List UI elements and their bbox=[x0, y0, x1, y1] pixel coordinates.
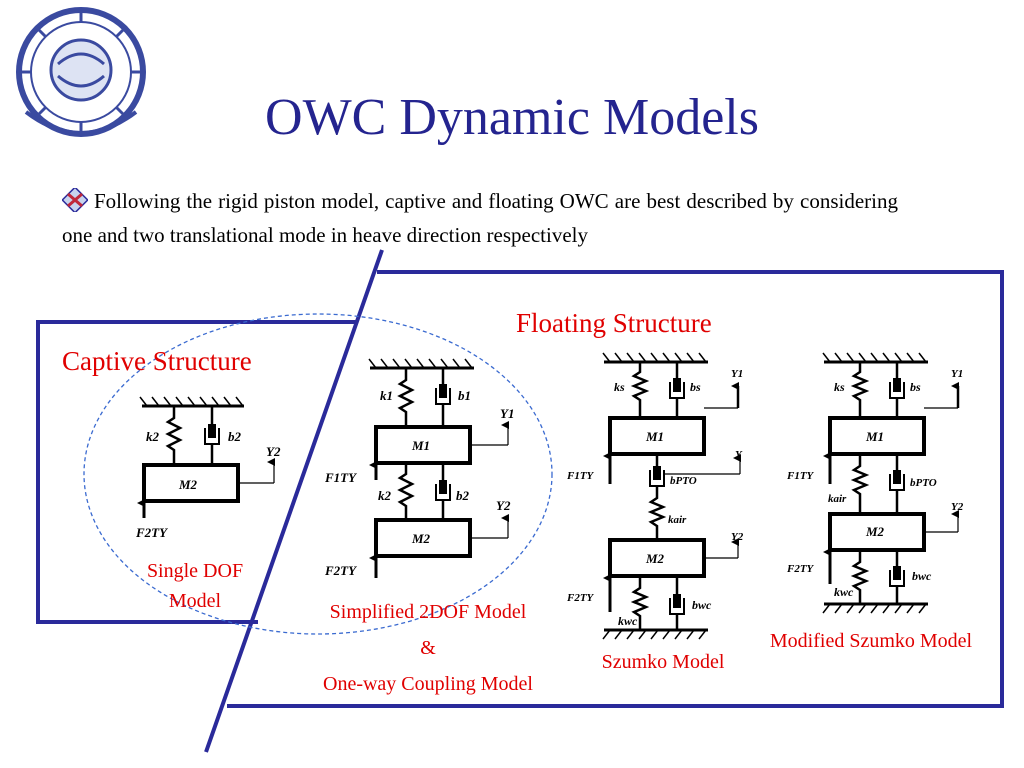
label-k2-simplified: k2 bbox=[378, 488, 392, 503]
simplified-caption-line: Simplified 2DOF Model bbox=[329, 601, 527, 623]
label-k2-single: k2 bbox=[146, 429, 160, 444]
label-y2-simplified: Y2 bbox=[496, 498, 511, 513]
label-y2-single: Y2 bbox=[266, 444, 281, 459]
simplified-caption-line: & bbox=[420, 637, 436, 659]
captive-structure-label: Captive Structure bbox=[62, 346, 252, 376]
szumko-diagram bbox=[602, 352, 741, 640]
label-m2-single: M2 bbox=[178, 477, 198, 492]
label-kair-szumko: kair bbox=[668, 514, 687, 526]
label-m2-simplified: M2 bbox=[411, 531, 431, 546]
label-bs-szumko: bs bbox=[690, 380, 701, 394]
label-m2-szumko: M2 bbox=[645, 551, 665, 566]
label-y-szumko: Y bbox=[735, 449, 743, 461]
label-f2ty-single: F2TY bbox=[135, 525, 168, 540]
label-f2ty-simplified: F2TY bbox=[324, 563, 357, 578]
modified-szumko-caption: Modified Szumko Model bbox=[769, 630, 973, 652]
grouping-ellipse bbox=[83, 313, 553, 635]
label-f1ty-szumko: F1TY bbox=[566, 470, 595, 482]
bullet-diamond-icon bbox=[62, 188, 88, 212]
label-y2-modified: Y2 bbox=[951, 501, 964, 513]
label-m1-modified: M1 bbox=[865, 429, 884, 444]
divider-line bbox=[204, 249, 384, 753]
label-k1-simplified: k1 bbox=[380, 388, 393, 403]
label-m1-simplified: M1 bbox=[411, 438, 430, 453]
label-bpto-szumko: bPTO bbox=[670, 475, 697, 487]
label-f2ty-szumko: F2TY bbox=[566, 592, 595, 604]
label-ks-modified: ks bbox=[834, 380, 845, 394]
label-f1ty-simplified: F1TY bbox=[324, 470, 357, 485]
label-y2-szumko: Y2 bbox=[731, 531, 744, 543]
simplified-2dof-diagram bbox=[368, 358, 509, 578]
label-b1-simplified: b1 bbox=[458, 388, 471, 403]
label-b2-single: b2 bbox=[228, 429, 242, 444]
single-dof-caption-line: Single DOF bbox=[146, 560, 244, 582]
label-m1-szumko: M1 bbox=[645, 429, 664, 444]
floating-structure-label: Floating Structure bbox=[516, 308, 712, 338]
label-m2-modified: M2 bbox=[865, 524, 885, 539]
label-y1-simplified: Y1 bbox=[500, 406, 514, 421]
label-b2-simplified: b2 bbox=[456, 488, 470, 503]
simplified-caption-line: One-way Coupling Model bbox=[323, 673, 533, 695]
bullet-text: Following the rigid piston model, captiv… bbox=[62, 189, 898, 247]
label-kwc-modified: kwc bbox=[834, 585, 854, 599]
academy-logo bbox=[16, 7, 146, 137]
captive-frame bbox=[36, 320, 356, 624]
label-y1-modified: Y1 bbox=[951, 368, 963, 380]
floating-frame bbox=[227, 270, 1004, 708]
label-f2ty-modified: F2TY bbox=[786, 563, 815, 575]
label-bpto-modified: bPTO bbox=[910, 477, 937, 489]
page-title: OWC Dynamic Models bbox=[265, 89, 759, 146]
simplified-caption: Simplified 2DOF Model & One-way Coupling… bbox=[290, 594, 566, 702]
label-bwc-szumko: bwc bbox=[692, 598, 712, 612]
label-bwc-modified: bwc bbox=[912, 569, 932, 583]
modified-szumko-diagram bbox=[822, 352, 960, 614]
label-f1ty-modified: F1TY bbox=[786, 470, 815, 482]
single-dof-diagram bbox=[137, 396, 275, 518]
szumko-caption: Szumko Model bbox=[601, 651, 725, 673]
label-y1-szumko: Y1 bbox=[731, 368, 743, 380]
label-ks-szumko: ks bbox=[614, 380, 625, 394]
single-dof-caption: Single DOF Model bbox=[112, 556, 278, 616]
label-kair-modified: kair bbox=[828, 493, 847, 505]
label-kwc-szumko: kwc bbox=[618, 614, 638, 628]
label-bs-modified: bs bbox=[910, 380, 921, 394]
single-dof-caption-line: Model bbox=[168, 590, 222, 612]
